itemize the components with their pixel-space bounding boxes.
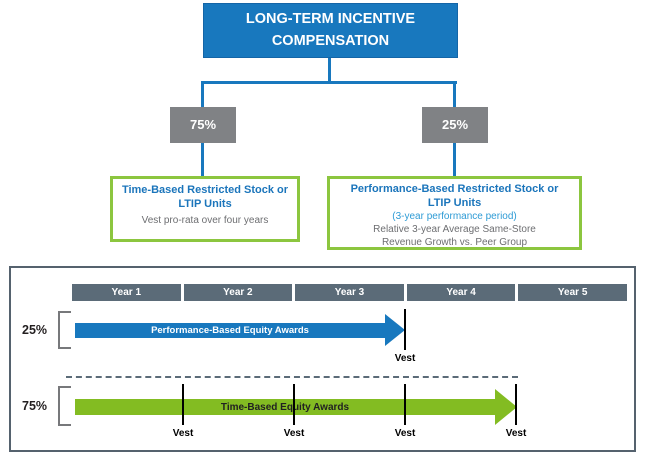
year-header-5: Year 5 xyxy=(518,284,627,301)
performance-equity-arrow-label: Performance-Based Equity Awards xyxy=(151,325,309,336)
connector-right-drop xyxy=(453,84,456,107)
performance-equity-arrow: Performance-Based Equity Awards xyxy=(75,323,385,338)
root-title: LONG-TERM INCENTIVE COMPENSATION xyxy=(245,11,416,49)
dashed-separator-line xyxy=(66,376,518,378)
year-header-3: Year 3 xyxy=(295,284,404,301)
row-percent-25: 25% xyxy=(22,323,48,337)
year-header-bar: Year 1 Year 2 Year 3 Year 4 Year 5 xyxy=(72,284,627,301)
time-based-title: Time-Based Restricted Stock or LTIP Unit… xyxy=(121,184,289,211)
year-header-2: Year 2 xyxy=(183,284,293,301)
performance-detail-line1: Relative 3-year Average Same-Store xyxy=(373,224,536,236)
connector-left-drop-2 xyxy=(201,143,204,176)
time-based-subtitle: Vest pro-rata over four years xyxy=(141,214,269,226)
vest-label-performance: Vest xyxy=(394,353,416,364)
performance-based-title: Performance-Based Restricted Stock or LT… xyxy=(350,183,559,210)
time-based-equity-arrowhead xyxy=(495,389,517,425)
connector-right-drop-2 xyxy=(453,143,456,176)
connector-left-drop xyxy=(201,84,204,107)
vest-tick-year1 xyxy=(182,384,184,425)
vest-tick-year2 xyxy=(293,384,295,425)
time-based-equity-arrow-label: Time-Based Equity Awards xyxy=(220,401,350,413)
root-box: LONG-TERM INCENTIVE COMPENSATION xyxy=(203,3,458,58)
vest-label-year1: Vest xyxy=(172,428,194,439)
performance-based-box: Performance-Based Restricted Stock or LT… xyxy=(327,176,582,250)
performance-detail-line2: Revenue Growth vs. Peer Group xyxy=(381,237,528,249)
performance-equity-arrowhead xyxy=(385,314,405,346)
vest-tick-year3 xyxy=(404,384,406,425)
time-based-equity-arrow: Time-Based Equity Awards xyxy=(75,399,495,415)
year-header-4: Year 4 xyxy=(406,284,516,301)
vest-tick-year4 xyxy=(515,384,517,425)
vest-label-year3: Vest xyxy=(394,428,416,439)
performance-period: (3-year performance period) xyxy=(392,210,517,222)
time-based-box: Time-Based Restricted Stock or LTIP Unit… xyxy=(110,176,300,242)
percent-box-25: 25% xyxy=(422,107,488,143)
connector-horizontal xyxy=(201,81,457,84)
vest-label-year4: Vest xyxy=(505,428,527,439)
year-header-1: Year 1 xyxy=(72,284,181,301)
row-percent-75: 75% xyxy=(22,399,48,413)
vest-tick-performance xyxy=(404,309,406,350)
bracket-75 xyxy=(58,386,71,426)
connector-root-down xyxy=(328,58,331,81)
vest-label-year2: Vest xyxy=(283,428,305,439)
percent-box-75: 75% xyxy=(170,107,236,143)
bracket-25 xyxy=(58,311,71,349)
